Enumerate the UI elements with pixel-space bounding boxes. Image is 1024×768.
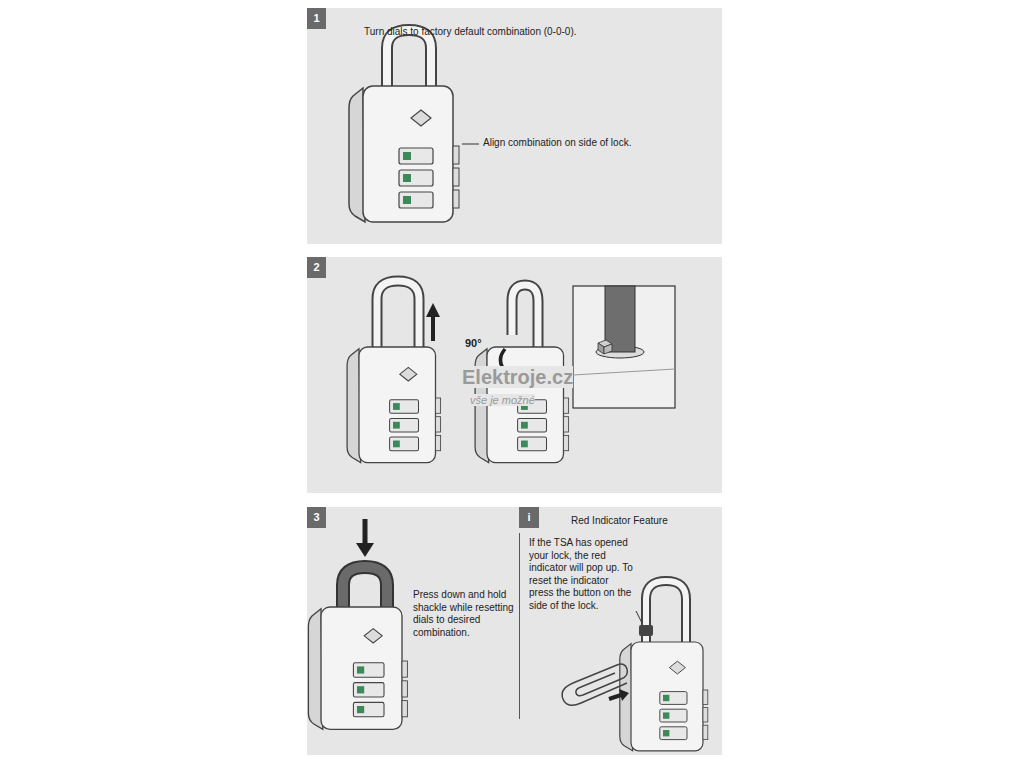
instruction-text: Align combination on side of lock.	[483, 137, 683, 150]
padlock	[349, 86, 459, 222]
detail-inset	[604, 344, 612, 354]
step-number-tab: i	[519, 507, 539, 528]
step-number-tab: 2	[307, 257, 326, 278]
padlock-raised	[431, 315, 435, 341]
padlock-illustration	[307, 8, 722, 244]
step-panel: Turn dials to factory default combinatio…	[307, 8, 722, 244]
padlock-pressed	[343, 567, 387, 611]
padlock-pressed	[343, 567, 387, 611]
step-number: 2	[313, 262, 319, 273]
instruction-text: If the TSA has opened your lock, the red…	[529, 537, 633, 612]
padlock-indicator	[620, 581, 708, 751]
feature-heading: Red Indicator Feature	[571, 515, 716, 528]
detail-inset	[573, 286, 675, 408]
step-number-tab: 1	[307, 8, 326, 29]
leader-line	[462, 144, 479, 145]
step-number-tab: 3	[307, 507, 326, 528]
padlock-pressed	[308, 607, 407, 729]
push-arrow	[609, 695, 621, 699]
red-indicator	[639, 625, 653, 636]
detail-inset	[598, 343, 604, 354]
padlock-pressed	[308, 519, 407, 729]
watermark: Elektroje.cz	[462, 366, 573, 388]
padlock-raised	[426, 303, 440, 317]
padlock	[349, 30, 459, 222]
padlock-raised	[377, 281, 419, 353]
divider-line	[519, 533, 520, 719]
detail-inset	[573, 286, 675, 408]
info-panel: Red Indicator Feature If the TSA has open…	[519, 507, 722, 755]
padlock	[387, 30, 431, 90]
push-arrow	[619, 689, 629, 701]
padlock-pressed	[356, 543, 374, 557]
padlock-rotated	[512, 285, 538, 353]
angle-label: 90°	[465, 337, 497, 351]
padlock-raised	[377, 281, 419, 353]
step-number: i	[527, 512, 530, 523]
step-number: 3	[313, 512, 319, 523]
padlock-rotated	[512, 285, 538, 353]
watermark-slogan: vše je možné	[470, 394, 535, 406]
step-number: 1	[313, 13, 319, 24]
padlock-indicator	[620, 642, 708, 751]
detail-inset	[573, 369, 675, 375]
instruction-text: Press down and hold shackle while resett…	[413, 589, 517, 639]
leader-line	[636, 611, 642, 623]
padlock-pressed	[363, 519, 368, 545]
padlock-raised	[347, 281, 441, 463]
padlock	[387, 30, 431, 90]
instruction-text: Turn dials to factory default combinatio…	[364, 26, 704, 39]
padlock-raised	[347, 347, 441, 463]
step-panel: Press down and hold shackle while resett…	[307, 507, 519, 755]
paper-clip	[562, 664, 627, 705]
